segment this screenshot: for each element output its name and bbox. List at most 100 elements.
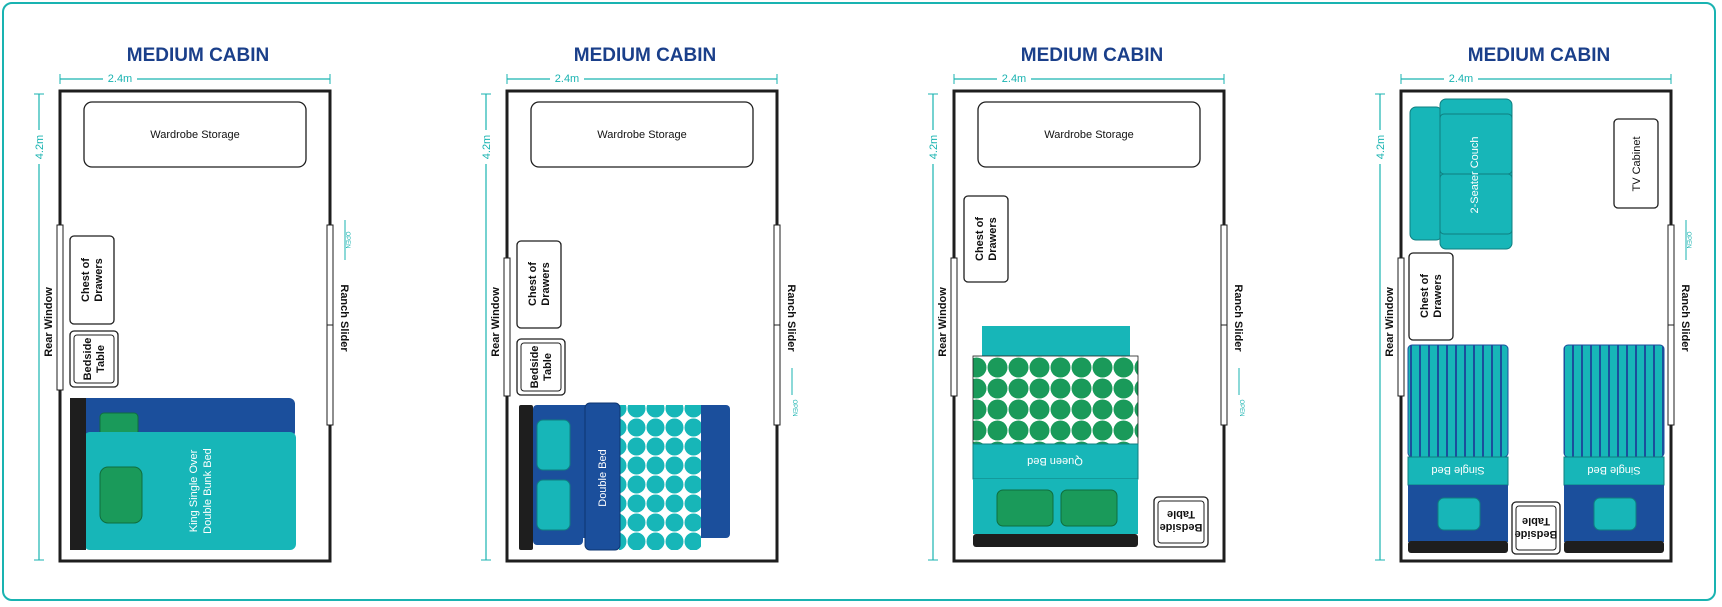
svg-text:Table: Table (1522, 515, 1550, 527)
width-dimension: 2.4m (1400, 73, 1672, 85)
bedside-label: Bedside Table (82, 338, 107, 381)
width-label: 2.4m (1449, 73, 1473, 85)
height-dimension: 4.2m (479, 93, 493, 561)
drawers-label: Chest of Drawers (974, 217, 999, 261)
svg-text:Bedside: Bedside (1515, 528, 1558, 540)
cabin-plan-4: MEDIUM CABIN 2.4m 4.2m Rear Window Ranch… (1373, 45, 1691, 563)
ranch-slider-label: Ranch Slider (1232, 284, 1244, 352)
bedside-label: Bedside Table (1515, 515, 1558, 540)
svg-text:Chest of: Chest of (974, 217, 986, 261)
wardrobe-label: Wardrobe Storage (150, 129, 239, 141)
single-bed-left: Single Bed (1407, 344, 1509, 553)
ranch-slider-panel-1 (1220, 224, 1228, 326)
drawers-label: Chest of Drawers (80, 258, 105, 302)
rear-window (503, 257, 511, 397)
double-bed: Double Bed (519, 402, 730, 551)
svg-text:Double Bunk Bed: Double Bunk Bed (202, 448, 214, 534)
wardrobe-storage (530, 101, 754, 168)
ranch-slider-panel-2 (1220, 324, 1228, 426)
wardrobe-label: Wardrobe Storage (1044, 129, 1133, 141)
width-label: 2.4m (108, 73, 132, 85)
wardrobe-label: Wardrobe Storage (597, 129, 686, 141)
svg-text:Table: Table (542, 353, 554, 381)
ranch-slider-label: Ranch Slider (785, 284, 797, 352)
ranch-slider-panel-2 (326, 324, 334, 426)
couch-label: 2-Seater Couch (1469, 136, 1481, 213)
svg-text:Drawers: Drawers (987, 217, 999, 260)
single-bed-left-label: Single Bed (1431, 464, 1484, 476)
chest-of-drawers (1408, 252, 1454, 341)
rear-window (950, 257, 958, 397)
height-label: 4.2m (34, 135, 46, 159)
queen-bed: Queen Bed (972, 326, 1139, 547)
svg-text:Table: Table (1167, 508, 1195, 520)
single-bed-right: Single Bed (1563, 344, 1665, 553)
chest-of-drawers (69, 235, 115, 325)
bedside-table (516, 338, 566, 396)
chest-of-drawers (963, 195, 1009, 283)
svg-text:Table: Table (95, 345, 107, 373)
rear-window (56, 224, 64, 391)
ranch-slider-label: Ranch Slider (338, 284, 350, 352)
svg-text:Bedside: Bedside (1160, 521, 1203, 533)
svg-text:Chest of: Chest of (1419, 274, 1431, 318)
drawers-label: Chest of Drawers (1419, 274, 1444, 318)
cabin-plan-1: MEDIUM CABIN 2.4m 4.2m Rear Window Ranch… (32, 45, 350, 563)
svg-text:Drawers: Drawers (540, 262, 552, 305)
cabin-plan-2: MEDIUM CABIN 2.4m 4.2m Rear Window Ranch… (479, 45, 797, 563)
open-label: OPEN (1685, 231, 1691, 248)
svg-text:Drawers: Drawers (1432, 274, 1444, 317)
height-dimension: 4.2m (926, 93, 940, 561)
tv-cabinet-label: TV Cabinet (1631, 136, 1643, 191)
width-label: 2.4m (1002, 73, 1026, 85)
bedside-label: Bedside Table (529, 346, 554, 389)
ranch-slider-panel-2 (773, 324, 781, 426)
rear-window-label: Rear Window (937, 287, 949, 357)
rear-window (1397, 257, 1405, 397)
tv-cabinet (1613, 118, 1659, 209)
bunk-bed-label: King Single Over Double Bunk Bed (188, 448, 214, 534)
ranch-slider-panel-1 (326, 224, 334, 326)
svg-text:King Single Over: King Single Over (188, 449, 200, 532)
open-label: OPEN (344, 231, 350, 248)
cabin-title: MEDIUM CABIN (127, 45, 270, 66)
width-dimension: 2.4m (506, 73, 778, 85)
two-seater-couch: 2-Seater Couch (1409, 98, 1513, 250)
svg-text:Chest of: Chest of (80, 258, 92, 302)
svg-text:Drawers: Drawers (93, 258, 105, 301)
queen-bed-label: Queen Bed (1027, 455, 1083, 467)
cabin-title: MEDIUM CABIN (1021, 45, 1164, 66)
rear-window-label: Rear Window (43, 287, 55, 357)
width-label: 2.4m (555, 73, 579, 85)
rear-window-label: Rear Window (1384, 287, 1396, 357)
open-label: OPEN (791, 399, 797, 416)
height-label: 4.2m (481, 135, 493, 159)
chest-of-drawers (516, 240, 562, 329)
width-dimension: 2.4m (953, 73, 1225, 85)
bedside-label: Bedside Table (1160, 508, 1203, 533)
open-label: OPEN (1238, 399, 1244, 416)
cabin-plan-3: MEDIUM CABIN 2.4m 4.2m Rear Window Ranch… (926, 45, 1244, 563)
svg-text:Chest of: Chest of (527, 262, 539, 306)
cabin-title: MEDIUM CABIN (574, 45, 717, 66)
svg-text:Bedside: Bedside (529, 346, 541, 389)
ranch-slider-panel-2 (1667, 324, 1675, 426)
bedside-table (1153, 496, 1209, 548)
cabin-title: MEDIUM CABIN (1468, 45, 1611, 66)
height-dimension: 4.2m (1373, 93, 1387, 561)
double-bed-label: Double Bed (597, 449, 609, 507)
height-dimension: 4.2m (32, 93, 46, 561)
height-label: 4.2m (928, 135, 940, 159)
wardrobe-storage (83, 101, 307, 168)
svg-text:Bedside: Bedside (82, 338, 94, 381)
wardrobe-storage (977, 101, 1201, 168)
bedside-table (1511, 501, 1561, 555)
single-bed-right-label: Single Bed (1587, 464, 1640, 476)
drawers-label: Chest of Drawers (527, 262, 552, 306)
ranch-slider-panel-1 (773, 224, 781, 326)
ranch-slider-panel-1 (1667, 224, 1675, 326)
height-label: 4.2m (1375, 135, 1387, 159)
width-dimension: 2.4m (59, 73, 331, 85)
